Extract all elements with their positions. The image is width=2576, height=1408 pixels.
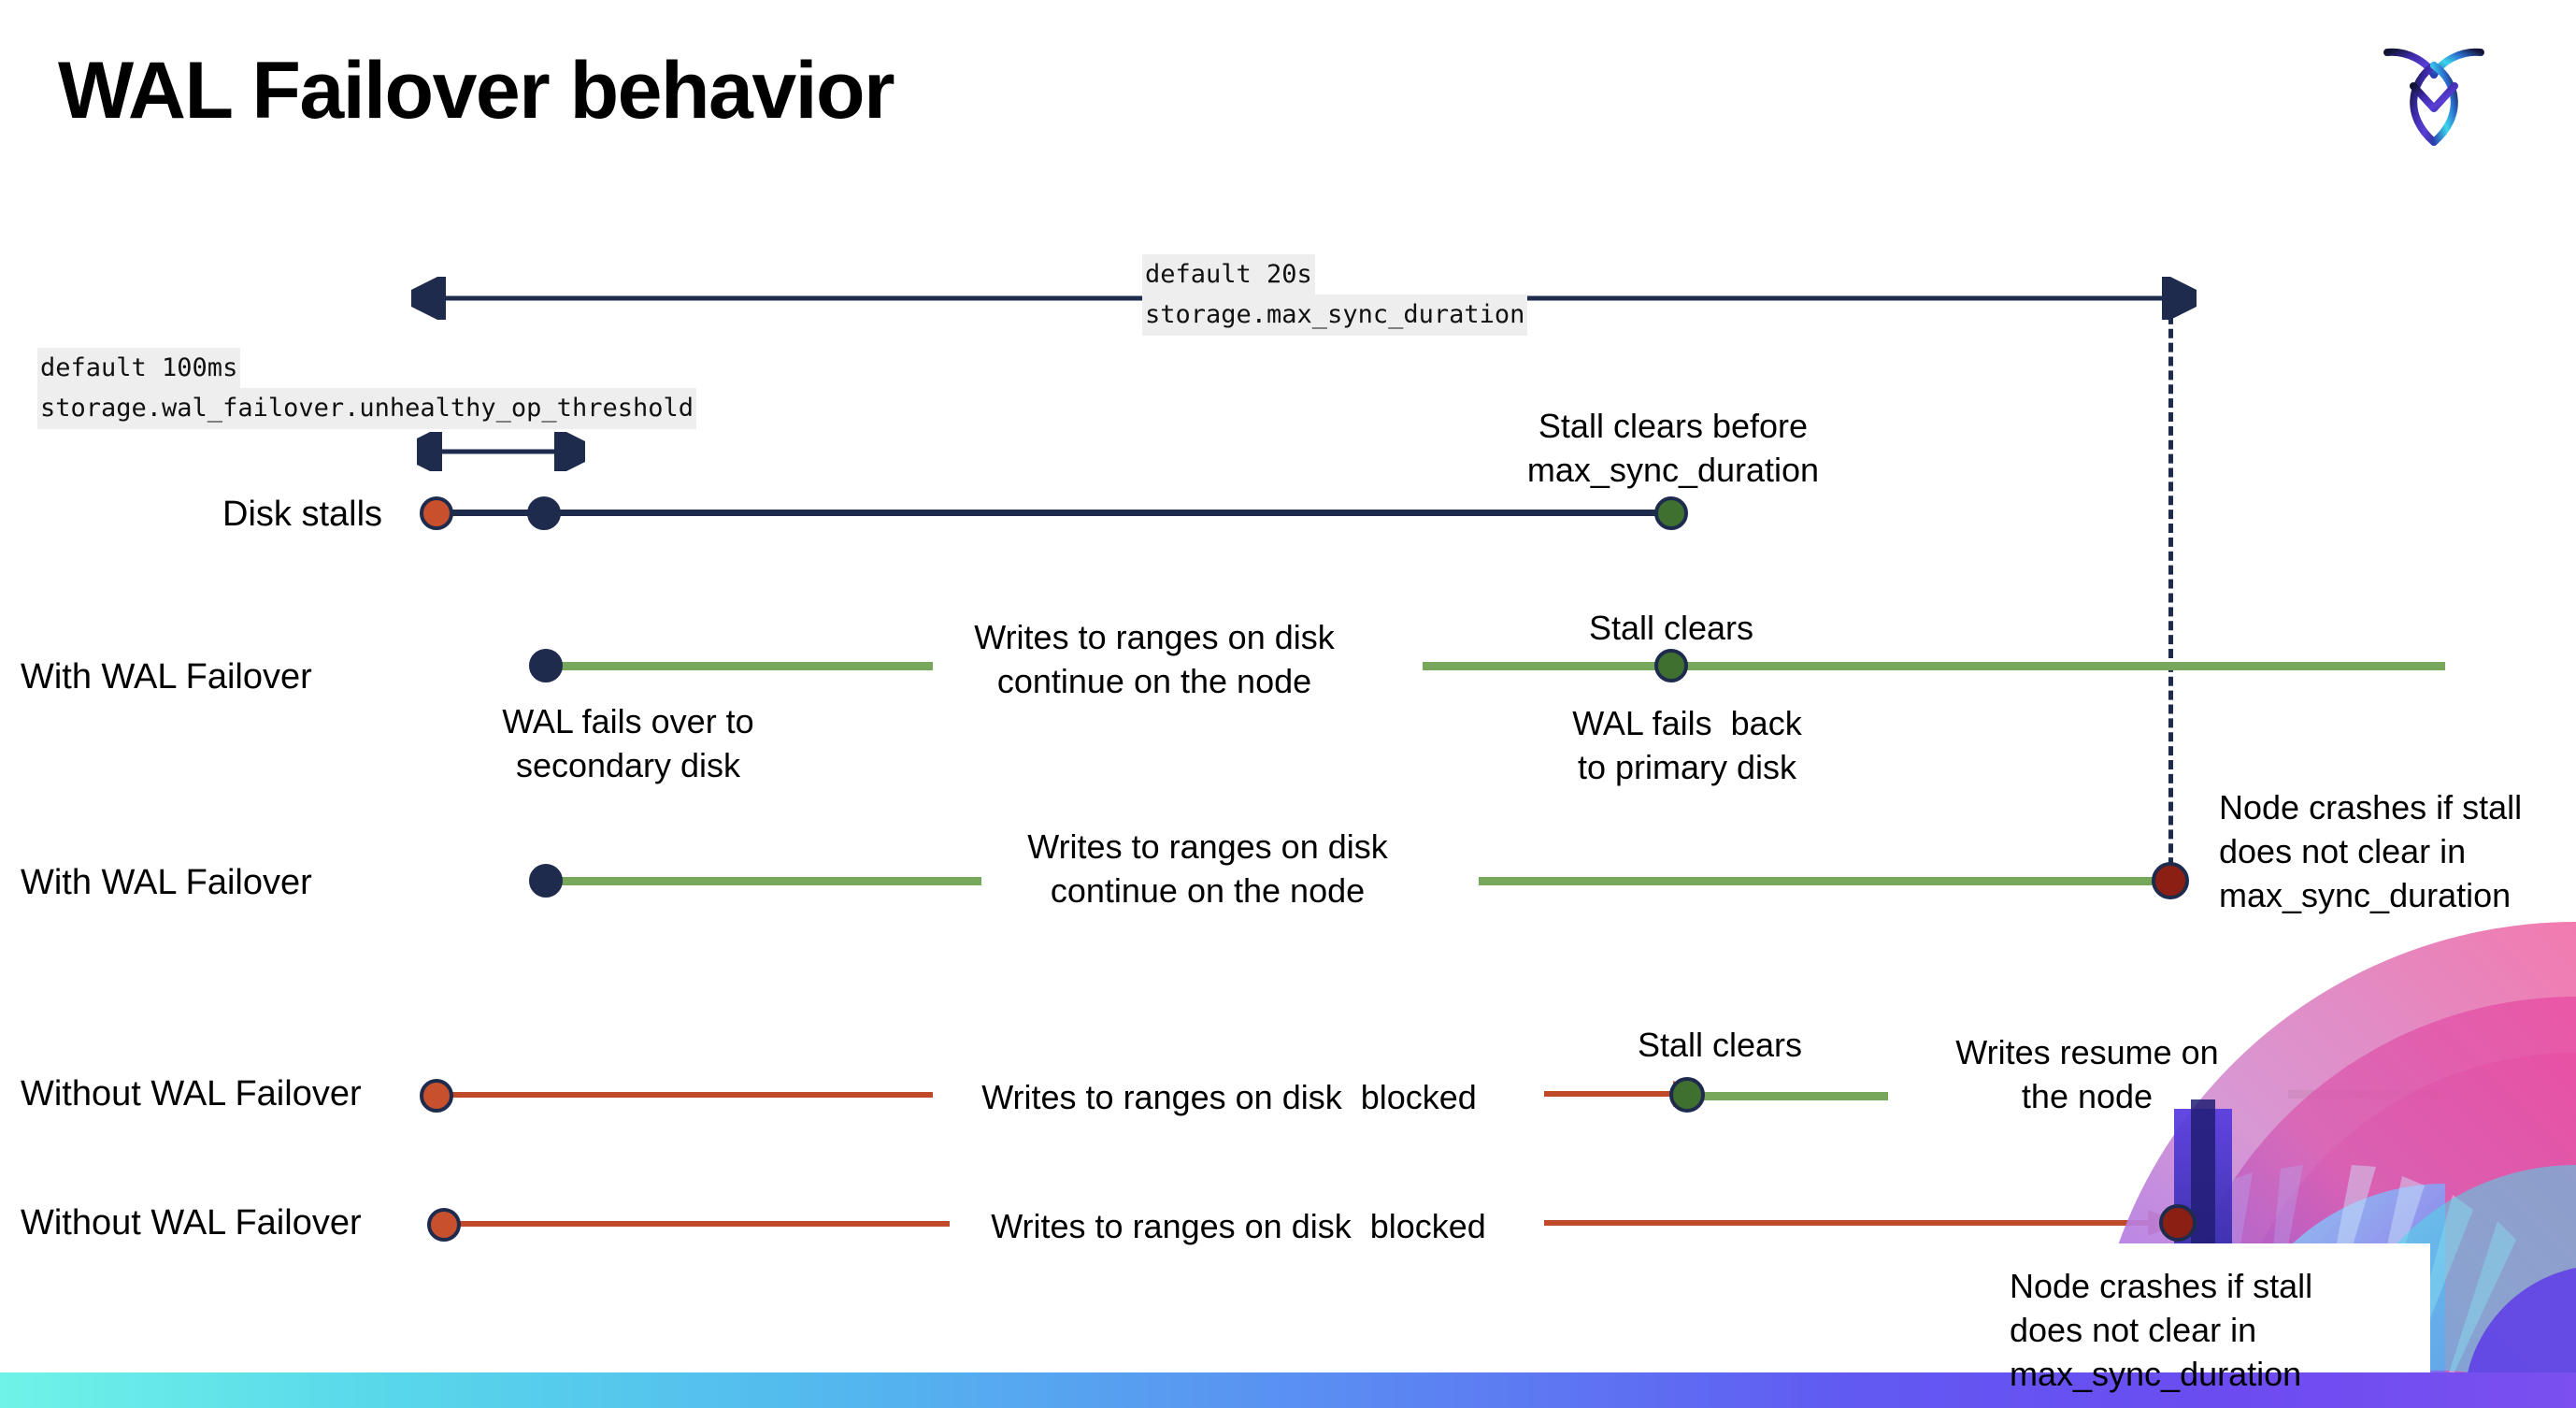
without-failover-1-stall-start-dot — [420, 1079, 453, 1113]
unhealthy-threshold-default-label: default 100ms — [37, 348, 241, 389]
row-label-with-wal-failover-2: With WAL Failover — [21, 863, 312, 902]
with-failover-1-failback-note: WAL fails back to primary disk — [1572, 704, 1802, 786]
unhealthy-threshold-span-arrow — [417, 432, 585, 471]
cockroachdb-logo-icon — [2378, 30, 2490, 150]
without-failover-2-blocked-note: Writes to ranges on disk blocked — [991, 1207, 1486, 1245]
without-failover-1-resume-note: Writes resume on the node — [1955, 1033, 2219, 1115]
without-failover-1-resume-segment-far — [2288, 1090, 2449, 1099]
with-failover-1-segment-b — [1423, 662, 2445, 670]
with-failover-2-crash-dot — [2152, 862, 2189, 899]
with-failover-1-failover-note: WAL fails over to secondary disk — [502, 702, 754, 784]
with-failover-1-stall-clear-dot — [1654, 649, 1688, 682]
with-failover-2-writes-note: Writes to ranges on disk continue on the… — [1027, 827, 1388, 910]
without-failover-1-resume-segment — [1701, 1092, 1888, 1100]
with-failover-2-failover-dot — [529, 864, 563, 898]
max-sync-default-label: default 20s — [1142, 254, 1315, 295]
row-label-without-wal-failover-1: Without WAL Failover — [21, 1074, 362, 1113]
with-failover-1-failover-dot — [529, 649, 563, 682]
without-failover-1-blocked-note: Writes to ranges on disk blocked — [981, 1078, 1477, 1116]
disk-stall-detected-dot — [527, 496, 561, 530]
max-sync-deadline-guide — [2168, 301, 2173, 881]
row-label-without-wal-failover-2: Without WAL Failover — [21, 1203, 362, 1243]
without-failover-2-crash-note: Node crashes if stall does not clear in … — [2010, 1267, 2313, 1393]
without-failover-2-blocked-segment-a — [456, 1221, 950, 1227]
without-failover-1-stall-clears-note: Stall clears — [1637, 1026, 1803, 1064]
without-failover-2-blocked-arrow — [1544, 1210, 2182, 1236]
bottom-accent-bar — [0, 1372, 2576, 1408]
unhealthy-threshold-setting-name: storage.wal_failover.unhealthy_op_thresh… — [37, 388, 696, 429]
disk-stalls-timeline — [437, 510, 1681, 516]
without-failover-2-crash-dot — [2159, 1204, 2197, 1242]
with-failover-1-writes-note: Writes to ranges on disk continue on the… — [974, 618, 1335, 700]
without-failover-2-stall-start-dot — [427, 1208, 461, 1242]
with-failover-2-segment-b — [1479, 877, 2170, 885]
disk-stall-start-dot — [420, 496, 453, 530]
with-failover-1-stall-clears-note: Stall clears — [1588, 609, 1754, 647]
with-failover-2-segment-a — [542, 877, 981, 885]
disk-stall-clear-dot — [1654, 496, 1688, 530]
with-failover-2-crash-note: Node crashes if stall does not clear in … — [2219, 788, 2523, 914]
page-title: WAL Failover behavior — [58, 46, 895, 136]
row-label-with-wal-failover-1: With WAL Failover — [21, 657, 312, 697]
disk-stalls-clear-note: Stall clears before max_sync_duration — [1526, 407, 1820, 489]
without-failover-1-blocked-segment-a — [449, 1092, 933, 1098]
with-failover-1-segment-a — [542, 662, 933, 670]
without-failover-1-stall-clear-dot — [1669, 1077, 1705, 1113]
row-label-disk-stalls: Disk stalls — [222, 495, 383, 534]
max-sync-setting-name: storage.max_sync_duration — [1142, 295, 1528, 336]
